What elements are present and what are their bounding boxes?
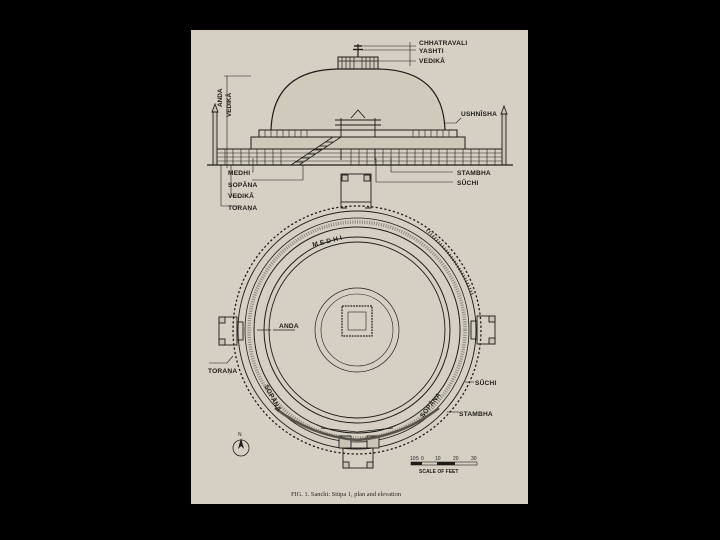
label-stambha: STAMBHA	[457, 170, 491, 177]
label-medhi: MEDHI	[228, 170, 250, 177]
stupa-drawing: CHHATRAVALI YASHTI VEDIKĀ ANDA VEDIKĀ US…	[207, 40, 513, 498]
label-vedika-vertical: VEDIKĀ	[225, 92, 233, 117]
scale-tick-label: 10	[410, 456, 416, 462]
label-plan-anda: ANDA	[279, 323, 299, 330]
label-suchi: SŪCHI	[457, 179, 479, 187]
scale-tick-label: 10	[435, 456, 441, 462]
label-ushnisha: USHNĪSHA	[461, 110, 497, 118]
elevation-leaders	[220, 42, 462, 207]
scale-tick-label: 20	[453, 456, 459, 462]
scale-tick-label: 0	[421, 456, 424, 462]
scale-label: SCALE OF FEET	[419, 469, 458, 475]
north-arrow: N	[232, 432, 250, 457]
figure-caption: FIG. 1. Sanchi: Stūpa 1, plan and elevat…	[291, 491, 402, 498]
plan-drawing	[218, 173, 496, 469]
label-chhatravali: CHHATRAVALI	[419, 40, 467, 47]
north-arrow-label: N	[238, 432, 242, 438]
label-anda-vertical: ANDA	[217, 88, 224, 107]
label-plan-torana: TORAṆA	[208, 368, 237, 375]
scale-tick-label: 5	[416, 456, 419, 462]
scale-bar: 10 5 0 10 20 30 SCALE OF FEET	[410, 456, 478, 475]
scale-tick-label: 30	[471, 456, 477, 462]
label-torana: TORAṆA	[228, 205, 257, 212]
label-vedika-top: VEDIKĀ	[419, 57, 445, 65]
label-yashti: YASHTI	[419, 48, 444, 55]
label-plan-suchi: SŪCHI	[475, 379, 497, 387]
elevation-drawing	[207, 44, 513, 166]
railing-posts	[425, 228, 475, 297]
drawing-plate: CHHATRAVALI YASHTI VEDIKĀ ANDA VEDIKĀ US…	[191, 30, 528, 504]
label-plan-stambha: STAMBHA	[459, 411, 493, 418]
label-vedika: VEDIKĀ	[228, 192, 254, 200]
plan-leaders	[209, 355, 474, 413]
label-sopana: SOPĀNA	[228, 181, 257, 189]
